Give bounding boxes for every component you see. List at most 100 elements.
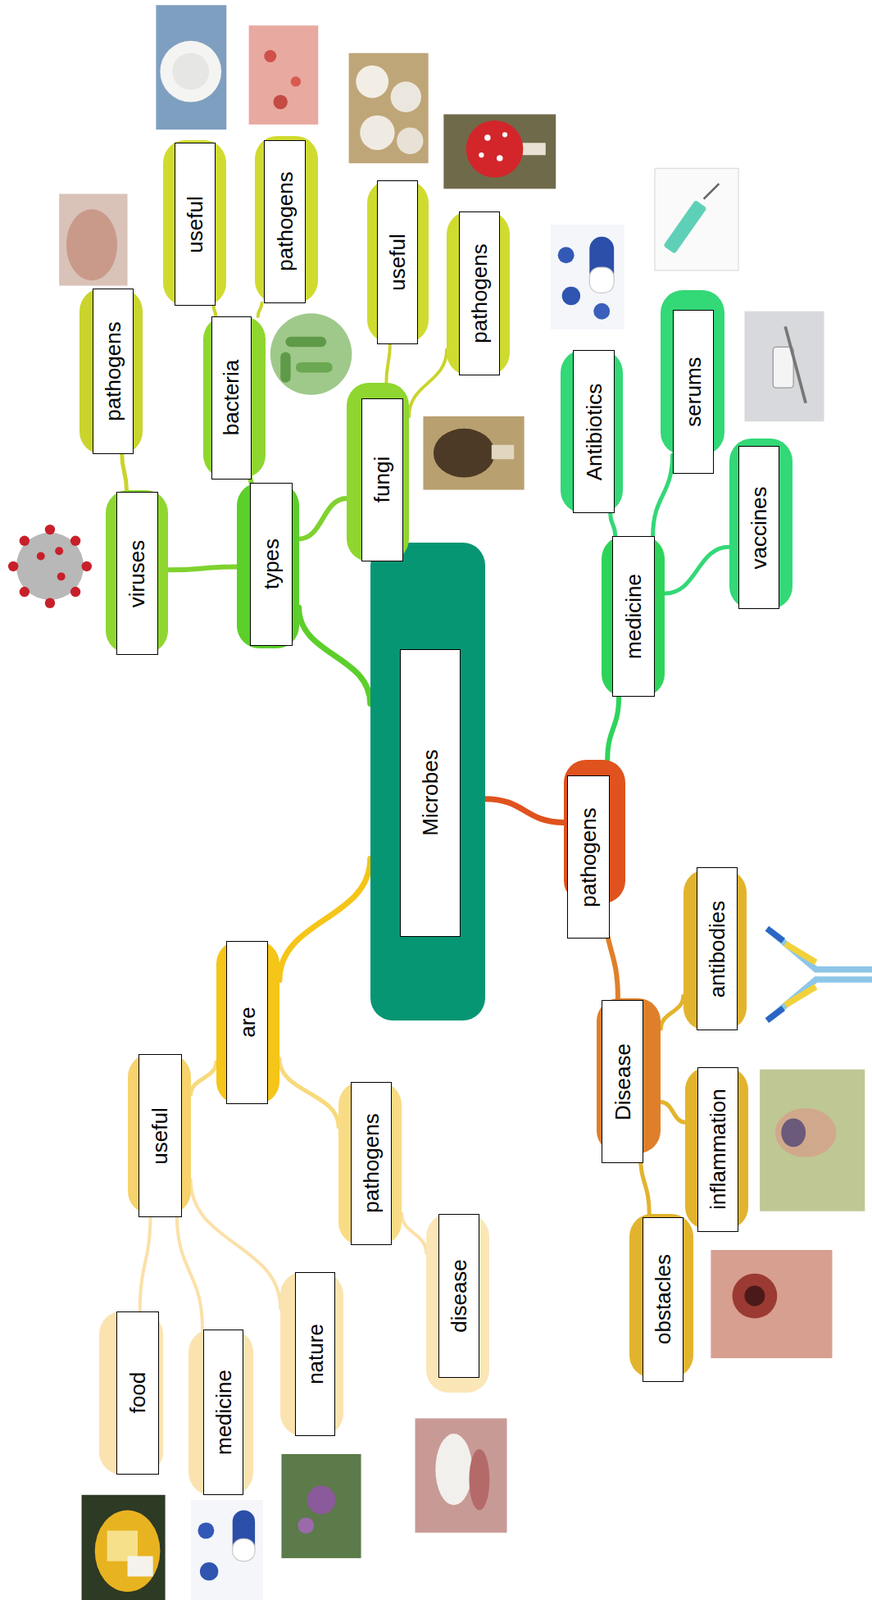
null-part-part <box>81 561 92 572</box>
baby-photo-part <box>66 208 118 281</box>
fly-agaric-photo <box>443 113 556 189</box>
branch-connector <box>122 454 128 491</box>
label-box: Antibiotics <box>572 349 615 514</box>
morel-photo <box>422 416 524 491</box>
null-part-part <box>57 572 66 581</box>
node-label: types <box>258 538 285 590</box>
morel-photo-part <box>491 445 514 459</box>
node-label: pathogens <box>100 321 127 421</box>
null-part-part <box>19 535 30 546</box>
pills-image <box>190 1499 264 1600</box>
node-label: disease <box>445 1258 472 1333</box>
label-box: are <box>226 940 268 1104</box>
toe-photo-part <box>775 1108 837 1158</box>
node-label: food <box>124 1371 150 1414</box>
node-label: pathogens <box>358 1112 384 1213</box>
baby-photo-part <box>59 194 128 287</box>
label-box: disease <box>438 1213 480 1377</box>
node-label: useful <box>147 1107 173 1164</box>
branch-connector <box>299 498 348 540</box>
nose-photo-part <box>732 1273 778 1319</box>
syringe-photo-part <box>654 168 739 270</box>
node-label: Disease <box>609 1043 636 1121</box>
rash-photo <box>249 25 319 125</box>
mind-map-node: obstacles <box>629 1213 694 1377</box>
pills-image-part <box>550 224 625 330</box>
toe-photo-part <box>759 1069 865 1212</box>
bandage-photo-part <box>172 53 209 91</box>
mind-map-node: pathogens <box>563 759 626 903</box>
mind-map-node: serums <box>660 290 724 456</box>
mind-map-node: antibodies <box>683 869 747 1031</box>
fly-agaric-photo-part <box>443 113 556 189</box>
label-box: nature <box>295 1271 337 1436</box>
pills-image-part <box>562 286 581 305</box>
mushrooms-photo-part <box>359 115 395 150</box>
flower-photo-part <box>307 1485 337 1515</box>
cheese-photo-part <box>81 1494 166 1600</box>
bacteria-image-part <box>295 362 333 373</box>
morel-photo-part <box>433 428 496 478</box>
flower-photo-part <box>297 1516 314 1534</box>
pills-image-part <box>199 1562 218 1581</box>
antibody-symbol-part <box>785 986 816 1005</box>
pills-image-part <box>197 1521 214 1539</box>
toe-photo <box>759 1069 865 1212</box>
branch-connector <box>485 799 564 823</box>
mind-map-node: types <box>236 482 300 649</box>
null-part-part <box>45 524 55 535</box>
nose-photo-part <box>744 1285 765 1307</box>
mushrooms-photo-part <box>355 65 389 99</box>
bacteria-image-part <box>270 313 353 396</box>
branch-connector <box>653 454 673 536</box>
node-label: nature <box>302 1323 328 1385</box>
mind-map-node: viruses <box>105 490 169 654</box>
label-box: inflammation <box>697 1067 739 1231</box>
cheese-photo-part <box>127 1555 154 1576</box>
node-label: pathogens <box>272 171 298 271</box>
mind-map-node: vaccines <box>729 438 793 609</box>
vial-photo <box>744 311 824 422</box>
null-part <box>8 524 92 609</box>
antibody-symbol-part <box>767 1008 784 1021</box>
mind-map-node: fungi <box>346 382 409 562</box>
null-part-part <box>70 586 81 597</box>
fly-agaric-photo-part <box>484 134 491 141</box>
mind-map-node: useful <box>163 140 227 307</box>
bandage-photo-part <box>159 40 222 103</box>
branch-connector <box>177 1213 203 1330</box>
pills-image-part <box>190 1499 264 1600</box>
vial-photo-part <box>785 326 806 403</box>
pills-image-part <box>232 1509 255 1561</box>
antibody-symbol <box>767 928 872 1021</box>
pills-image-part <box>593 303 610 320</box>
label-box: pathogens <box>263 140 306 304</box>
node-label: antibodies <box>703 899 730 998</box>
mind-map-node: medicine <box>188 1329 253 1495</box>
node-label: Microbes <box>417 749 444 836</box>
pills-image-part <box>232 1538 255 1561</box>
node-label: bacteria <box>218 359 245 436</box>
label-box: fungi <box>361 398 404 562</box>
pills-image-part <box>558 246 575 264</box>
fly-agaric-photo-part <box>466 120 524 178</box>
mind-map-node: food <box>99 1311 164 1475</box>
mushrooms-photo-part <box>390 81 422 113</box>
fly-agaric-photo-part <box>502 131 508 137</box>
label-box: useful <box>174 142 216 306</box>
mushrooms-photo <box>349 53 429 164</box>
antibody-symbol-part <box>767 928 784 941</box>
mind-map-node: inflammation <box>685 1067 749 1230</box>
mind-map-node: pathogens <box>338 1081 402 1245</box>
mind-map-node: Microbes <box>370 542 486 1021</box>
mushrooms-photo-part <box>349 53 429 164</box>
antibody-symbol-part <box>770 930 872 969</box>
branch-connector <box>190 1062 217 1095</box>
lips-photo-part <box>435 1433 473 1505</box>
node-label: medicine <box>620 573 646 659</box>
virus-image-part <box>16 532 84 600</box>
mind-map-node: pathogens <box>446 211 510 376</box>
bandage-photo <box>155 4 227 130</box>
baby-photo <box>59 194 128 287</box>
